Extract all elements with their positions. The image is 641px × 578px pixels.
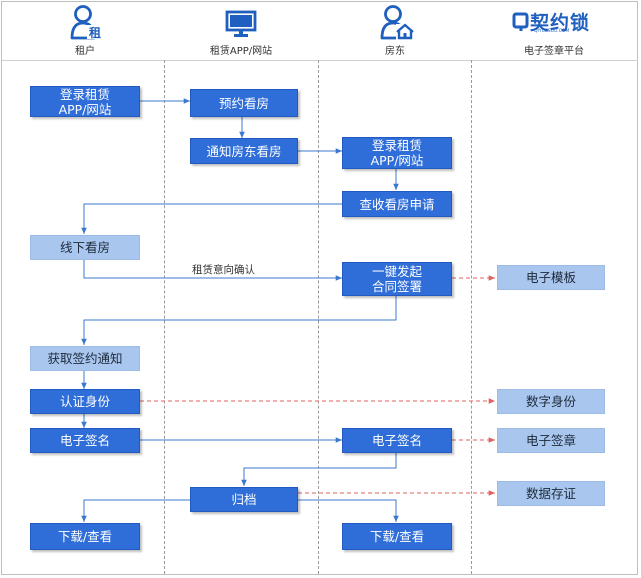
qiyuesuo-logo: 契约锁 <box>512 8 590 35</box>
note-confirm-intent: 租赁意向确认 <box>192 264 255 276</box>
step-archive: 归档 <box>190 487 298 512</box>
header-divider <box>2 60 638 61</box>
service-evidence: 数据存证 <box>497 481 605 506</box>
lane-header-esign: 契约锁 QIYUESUO.COM 电子签章平台 <box>494 0 614 60</box>
service-template: 电子模板 <box>497 265 605 290</box>
step-get-sign-notice: 获取签约通知 <box>30 346 140 371</box>
service-digital-id: 数字身份 <box>497 389 605 414</box>
arrow-initiate-to-notice <box>81 296 397 345</box>
step-notify-landlord: 通知房东看房 <box>190 138 298 164</box>
step-login-tenant: 登录租赁 APP/网站 <box>30 86 140 117</box>
logo-mark-icon <box>512 12 529 31</box>
lane-header-landlord: 房东 <box>340 0 450 60</box>
step-initiate-contract: 一键发起 合同签署 <box>342 262 452 296</box>
lane-header-platform: 租赁APP/网站 <box>186 0 296 60</box>
arrow-sign-to-archive <box>241 453 397 486</box>
logo-domain: QIYUESUO.COM <box>534 29 570 34</box>
lane-header-tenant: 租 租户 <box>30 0 140 60</box>
arrow-review-to-offline <box>81 203 342 234</box>
step-download-tenant: 下载/查看 <box>30 523 140 550</box>
lane-divider-3 <box>471 60 472 574</box>
lane-label-tenant: 租户 <box>75 46 95 57</box>
arrow-archive-to-tenant-download <box>81 499 190 522</box>
step-sign-tenant: 电子签名 <box>30 428 140 453</box>
person-icon: 租 <box>70 5 103 40</box>
step-login-landlord: 登录租赁 APP/网站 <box>342 137 452 169</box>
monitor-icon <box>225 10 257 37</box>
lane-label-platform: 租赁APP/网站 <box>209 46 273 57</box>
lane-divider-2 <box>318 60 319 574</box>
service-seal: 电子签章 <box>497 428 605 453</box>
step-download-landlord: 下载/查看 <box>342 523 452 550</box>
lane-label-esign: 电子签章平台 <box>524 46 584 57</box>
person-house-icon <box>380 5 414 40</box>
step-book-viewing: 预约看房 <box>190 89 298 117</box>
step-offline-viewing: 线下看房 <box>30 235 140 260</box>
step-sign-landlord: 电子签名 <box>342 428 452 453</box>
step-review-request: 查收看房申请 <box>342 191 452 217</box>
lane-label-landlord: 房东 <box>385 46 405 57</box>
arrow-archive-to-landlord-download <box>298 499 399 522</box>
svg-text:租: 租 <box>89 26 101 40</box>
logo-name: 契约锁 <box>530 12 591 34</box>
lane-divider-1 <box>164 60 165 574</box>
arrow-offline-to-initiate <box>83 260 342 281</box>
step-verify-identity: 认证身份 <box>30 389 140 414</box>
